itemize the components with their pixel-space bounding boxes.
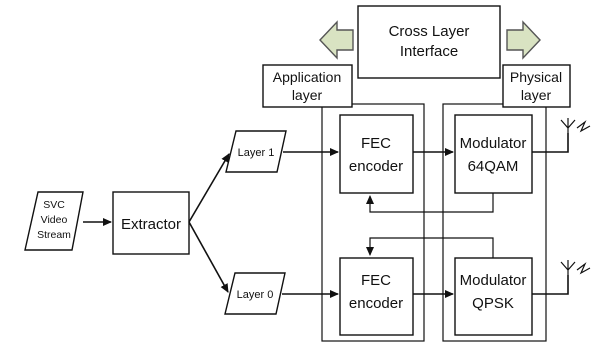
layer-0-label: Layer 0 [237, 289, 274, 301]
fec-encoder-bottom-box [339, 257, 414, 336]
fec-encoder-top-box [339, 114, 414, 194]
layer-1-label: Layer 1 [238, 147, 275, 159]
application-layer-label-box [262, 64, 353, 108]
cross-layer-interface-line2: Interface [400, 43, 458, 60]
svc-video-stream-node [24, 191, 84, 251]
extractor-label: Extractor [121, 216, 181, 233]
modulator-qpsk-box [454, 257, 533, 336]
physical-layer-container [442, 103, 547, 342]
fec-bottom-line1: FEC [361, 272, 391, 289]
feedback-modulator-to-fec-bottom [366, 237, 494, 258]
antenna-bottom-icon [560, 260, 591, 275]
fec-top-line2: encoder [349, 158, 403, 175]
layer-0-node [224, 272, 286, 315]
fec-top-line1: FEC [361, 135, 391, 152]
svc-line2: Video [41, 214, 68, 226]
application-layer-line1: Application [273, 69, 342, 85]
physical-layer-line1: Physical [510, 69, 562, 85]
output-line-top [532, 133, 569, 153]
modulator-64qam-box [454, 114, 533, 194]
modulator-bottom-line1: Modulator [460, 272, 527, 289]
output-line-bottom [532, 275, 569, 295]
physical-layer-line2: layer [521, 87, 552, 103]
svc-line3: Stream [37, 229, 71, 241]
svc-line1: SVC [43, 199, 65, 211]
cross-layer-interface-box [357, 5, 501, 79]
left-cross-layer-arrow-icon [319, 20, 354, 60]
arrow-extractor-to-layer0 [188, 221, 229, 293]
antenna-top-icon [560, 118, 591, 133]
right-cross-layer-arrow-icon [506, 20, 541, 60]
arrow-extractor-to-layer1 [188, 153, 230, 223]
application-layer-container [321, 103, 425, 342]
fec-bottom-line2: encoder [349, 295, 403, 312]
feedback-modulator-to-fec-top [366, 193, 494, 213]
modulator-top-line2: 64QAM [468, 158, 519, 175]
modulator-bottom-line2: QPSK [472, 295, 514, 312]
physical-layer-label-box [502, 64, 571, 108]
application-layer-line2: layer [292, 87, 323, 103]
modulator-top-line1: Modulator [460, 135, 527, 152]
cross-layer-interface-line1: Cross Layer [389, 23, 470, 40]
